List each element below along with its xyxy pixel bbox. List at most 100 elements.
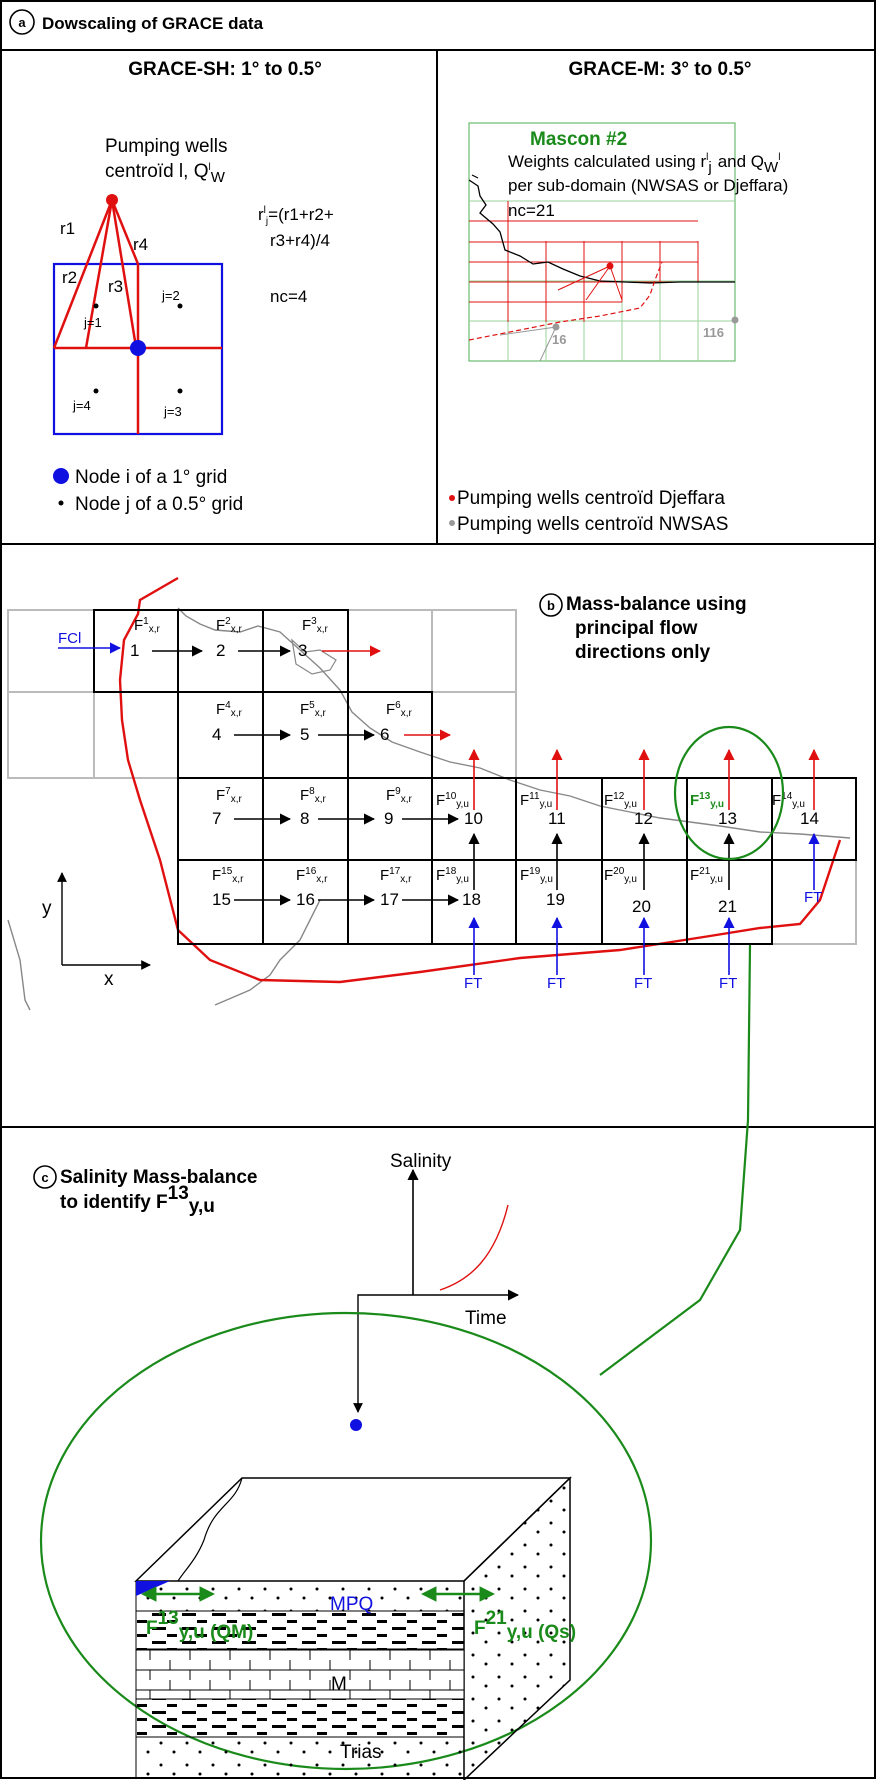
layer-trias [135,1736,465,1779]
cell-number-20: 20 [632,897,651,916]
mascon-nwsas-centroid-16 [552,323,560,331]
r2-label: r2 [62,268,77,287]
rj-formula-line-1: rlj=(r1+r2+ [258,205,334,227]
inland-border [214,899,321,1006]
panel-a-badge [9,9,35,35]
djeffara-subgrid [469,201,699,322]
layer-dashed-upper [135,1610,465,1650]
flux-label-15: F15x,r [212,866,244,885]
cell-number-1: 1 [130,641,139,660]
flux-label-4: F4x,r [216,700,243,719]
panel-a-title: Dowscaling of GRACE data [42,14,264,33]
flux-arrows [58,642,820,975]
flux-label-18: F18y,u [436,866,469,885]
node-i-marker [130,340,146,356]
cell-number-2: 2 [216,641,225,660]
panel-b-title-line-2: principal flow [575,618,698,639]
flux-label-14: F14y,u [772,791,805,810]
flux-label-7: F7x,r [216,786,243,805]
nwsas-rj-line-2 [499,326,557,336]
cell-number-10: 10 [464,809,483,828]
block-top-river [177,1477,243,1582]
cell-number-4: 4 [212,725,221,744]
panel-b-badge [539,593,563,617]
panel-b-title-line-3: directions only [575,642,711,663]
rj-formula-line-2: r3+r4)/4 [270,231,330,250]
sample-point [350,1419,362,1431]
cell-number-18: 18 [462,890,481,909]
grace-sh-section: GRACE-SH: 1° to 0.5° Pumping wells centr… [52,59,334,515]
cell-number-17: 17 [380,890,399,909]
y-axis-label: y [42,898,52,919]
flux-label-6: F6x,r [386,700,413,719]
cell-number-15: 15 [212,890,231,909]
cell-number-7: 7 [212,809,221,828]
panel-b-frame [0,543,876,1128]
mascon-coastline [468,179,735,284]
r1-label: r1 [60,219,75,238]
r3-label: r3 [108,277,123,296]
flux-label-16: F16x,r [296,866,328,885]
flux-label-17: F17x,r [380,866,412,885]
mascon-rj-line-3 [557,265,611,291]
mpq-label: MPQ [330,1594,373,1615]
cell-number-6: 6 [380,725,389,744]
zoom-connector [599,944,752,1376]
legend-nwsas-label: Pumping wells centroïd NWSAS [457,514,728,535]
node-j2-marker [177,303,183,309]
flux-label-3: F3x,r [302,616,329,635]
node-j4-marker [93,388,99,394]
domain-boundary [118,576,842,984]
cell-number-12: 12 [634,809,653,828]
panel-c: c Salinity Mass-balance to identify F13y… [0,944,876,1780]
panel-b: F1x,r 1 F2x,r 2 F3x,r 3 F4x,r 4 F5x,r 5 … [0,543,876,1128]
legend-node-i-label: Node i of a 1° grid [75,467,227,488]
ft-label-21: FT [719,975,737,992]
flux-label-8: F8x,r [300,786,327,805]
layer-limestone [135,1648,465,1700]
panel-c-badge [33,1165,57,1189]
legend-node-i-marker [53,468,69,484]
coastline [177,607,851,839]
block-diagram: MPQ M Trias [134,1419,572,1780]
panel-a: a Dowscaling of GRACE data GRACE-SH: 1° … [0,0,876,545]
pumping-wells-label: Pumping wells [105,136,228,157]
mascon-title: Mascon #2 [530,129,627,150]
flux-label-13: F13y,u [690,791,724,810]
f21-flux-label: F21y,u (Qs) [474,1608,576,1643]
flux-label-9: F9x,r [386,786,413,805]
panel-a-badge-letter: a [18,15,26,30]
sample-point-connector [353,1294,413,1413]
ft-label-19: FT [547,975,565,992]
flux-label-12: F12y,u [604,791,637,810]
wells-centroid-marker [106,194,118,206]
r4-line [110,199,140,265]
nwsas-rj-line-1 [539,326,557,362]
mascon-nwsas-centroid-116 [731,316,739,324]
panel-b-title-line-1: Mass-balance using [566,594,747,615]
nc-left: nc=4 [270,287,307,306]
gulf-outline [291,638,337,675]
f13-flux-label: F13y,u (QM) [146,1608,253,1643]
djeffara-boundary [468,261,663,341]
x-axis-label: x [104,969,114,990]
r2-line [84,199,114,349]
grace-sh-heading: GRACE-SH: 1° to 0.5° [128,59,322,80]
grace-m-heading: GRACE-M: 3° to 0.5° [568,59,751,80]
node-j4-label: j=4 [72,398,91,413]
flux-label-10: F10y,u [436,791,469,810]
cell-number-9: 9 [384,809,393,828]
flux-label-5: F5x,r [300,700,327,719]
ft-label-20: FT [634,975,652,992]
flux-label-1: F1x,r [134,616,161,635]
time-label: Time [465,1308,507,1329]
grace-m-section: GRACE-M: 3° to 0.5° [449,59,788,535]
ft-label-18: FT [464,975,482,992]
flux-label-19: F19y,u [520,866,553,885]
mascon-djeffara-centroid [606,262,614,270]
legend-djeffara-marker [449,495,455,501]
cell-13-highlight [673,725,785,861]
panel-c-title-line-2: to identify F13y,u [60,1183,215,1217]
